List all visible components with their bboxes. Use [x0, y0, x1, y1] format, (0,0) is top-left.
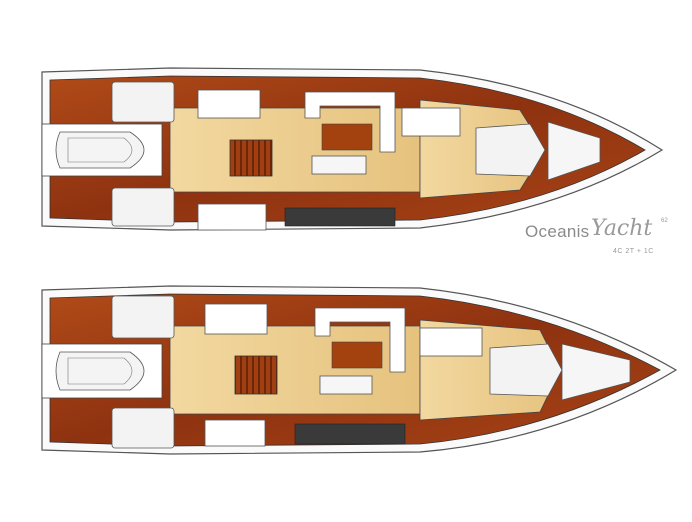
galley-counter — [294, 423, 406, 445]
cabin-config: 4C 2T + 1C — [613, 248, 654, 255]
crew-cabin — [561, 343, 631, 401]
fwd-cabin-bed — [475, 123, 546, 177]
salon-sofa — [304, 91, 396, 153]
head-fwd — [401, 107, 461, 137]
salon-table — [321, 123, 373, 151]
aft-cabin-bed-stbd — [111, 407, 175, 449]
salon-seat — [311, 155, 367, 175]
galley-counter — [284, 207, 396, 227]
companionway-stairs — [229, 139, 273, 177]
brand-script: Yacht — [591, 216, 653, 241]
salon-table — [331, 341, 383, 369]
salon-sofa — [314, 307, 406, 373]
layout-plan-bottom — [41, 285, 678, 455]
head-aft-stbd — [197, 203, 267, 231]
salon-seat — [319, 375, 373, 395]
crew-cabin — [547, 121, 601, 181]
brand-model: 62 — [661, 218, 668, 224]
head-fwd — [419, 327, 483, 357]
aft-cabin-bed-port — [111, 81, 175, 123]
tender-icon — [55, 131, 145, 169]
tender-icon — [55, 351, 145, 391]
layout-plan-top — [41, 67, 664, 231]
brand-logo: Oceanis Yacht 62 4C 2T + 1C — [525, 216, 685, 268]
companionway-stairs — [234, 355, 278, 395]
brand-name: Oceanis — [525, 222, 590, 241]
head-aft-port — [197, 89, 261, 119]
head-aft-port — [204, 303, 268, 335]
aft-cabin-bed-stbd — [111, 187, 175, 227]
fwd-cabin-bed — [489, 343, 563, 397]
head-aft-stbd — [204, 419, 266, 447]
salon-floor — [169, 325, 421, 415]
aft-cabin-bed-port — [111, 295, 175, 339]
